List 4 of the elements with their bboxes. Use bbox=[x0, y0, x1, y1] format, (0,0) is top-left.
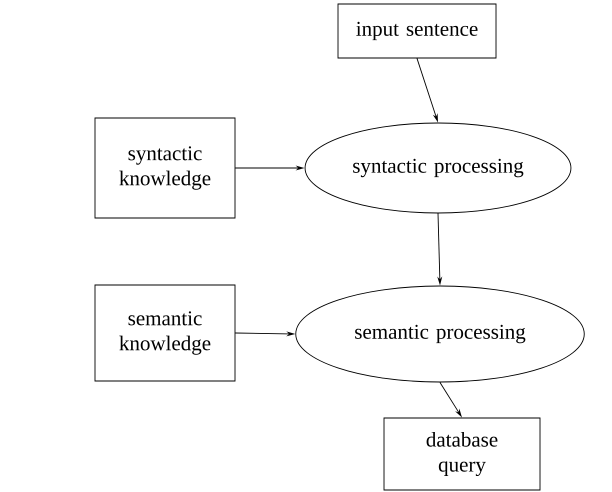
box: syntactic knowledge bbox=[94, 118, 236, 218]
box: input sentence bbox=[338, 4, 496, 58]
box: semantic knowledge bbox=[94, 284, 236, 382]
box: database query bbox=[384, 418, 540, 490]
